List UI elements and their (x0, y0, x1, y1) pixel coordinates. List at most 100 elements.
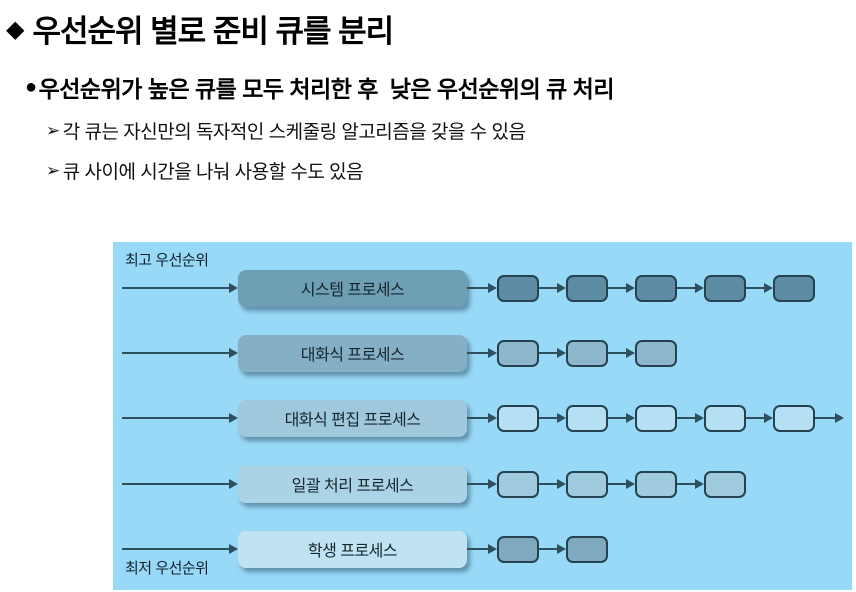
continuation-arrow (815, 413, 844, 423)
arrow-line (539, 548, 557, 550)
circle-bullet-icon: ● (25, 76, 37, 98)
process-box (704, 274, 746, 302)
arrow-line (608, 417, 626, 419)
arrow-head (488, 479, 497, 489)
queue-box: 대화식 편집 프로세스 (238, 399, 467, 437)
queue-to-process-arrow (467, 283, 497, 293)
slide-title-text: 우선순위 별로 준비 큐를 분리 (32, 14, 394, 49)
incoming-arrow (122, 283, 238, 293)
slide-title: ◆ 우선순위 별로 준비 큐를 분리 (6, 6, 394, 51)
process-box (497, 339, 539, 367)
incoming-arrow (122, 348, 238, 358)
arrow-line (746, 287, 764, 289)
queue-box: 일괄 처리 프로세스 (238, 465, 467, 503)
incoming-arrow (122, 479, 238, 489)
process-link-arrow (608, 348, 635, 358)
arrowhead-bullet-icon: ➢ (46, 161, 60, 180)
arrow-head (557, 283, 566, 293)
queue-box: 학생 프로세스 (238, 530, 467, 568)
process-box (704, 404, 746, 432)
process-box (635, 274, 677, 302)
process-link-arrow (539, 413, 566, 423)
flow-row: 대화식 편집 프로세스 (122, 399, 844, 437)
arrow-head (626, 283, 635, 293)
process-link-arrow (677, 413, 704, 423)
highest-priority-label: 최고 우선순위 (125, 252, 209, 269)
process-box (497, 535, 539, 563)
arrow-line (539, 352, 557, 354)
arrow-head (626, 479, 635, 489)
arrow-line (122, 483, 229, 485)
arrow-head (557, 413, 566, 423)
sub-bullet-1: ➢ 각 큐는 자신만의 독자적인 스케줄링 알고리즘을 갖을 수 있음 (46, 117, 526, 144)
process-link-arrow (539, 283, 566, 293)
process-box (704, 470, 746, 498)
process-link-arrow (608, 479, 635, 489)
arrow-head (695, 479, 704, 489)
arrow-head (488, 413, 497, 423)
queue-to-process-arrow (467, 348, 497, 358)
process-box (566, 339, 608, 367)
arrow-line (677, 483, 695, 485)
queue-box: 시스템 프로세스 (238, 269, 467, 307)
arrow-line (539, 417, 557, 419)
arrow-line (746, 417, 764, 419)
arrow-head (557, 479, 566, 489)
arrow-head (229, 413, 238, 423)
process-link-arrow (746, 283, 773, 293)
arrow-line (539, 483, 557, 485)
flow-row: 일괄 처리 프로세스 (122, 465, 746, 503)
arrow-head (764, 413, 773, 423)
arrow-line (815, 417, 835, 419)
arrow-head (488, 283, 497, 293)
arrow-line (467, 548, 488, 550)
arrow-head (695, 283, 704, 293)
process-link-arrow (677, 283, 704, 293)
arrow-line (467, 483, 488, 485)
arrow-line (467, 287, 488, 289)
sub-bullet-2: ➢ 큐 사이에 시간을 나눠 사용할 수도 있음 (46, 157, 364, 184)
sub-bullet-2-text: 큐 사이에 시간을 나눠 사용할 수도 있음 (62, 162, 364, 183)
process-box (566, 535, 608, 563)
arrow-line (608, 287, 626, 289)
arrow-head (695, 413, 704, 423)
arrow-line (122, 352, 229, 354)
flow-row: 시스템 프로세스 (122, 269, 815, 307)
arrow-line (122, 417, 229, 419)
flow-row: 대화식 프로세스 (122, 334, 677, 372)
process-link-arrow (608, 413, 635, 423)
process-box (635, 470, 677, 498)
queue-to-process-arrow (467, 413, 497, 423)
queue-to-process-arrow (467, 479, 497, 489)
process-box (635, 339, 677, 367)
arrow-line (539, 287, 557, 289)
arrow-line (122, 548, 229, 550)
process-box (497, 404, 539, 432)
arrow-head (626, 413, 635, 423)
arrow-head (229, 283, 238, 293)
bullet-line-text: 우선순위가 높은 큐를 모두 처리한 후 낮은 우선순위의 큐 처리 (38, 76, 615, 102)
arrow-line (122, 287, 229, 289)
sub-bullet-1-text: 각 큐는 자신만의 독자적인 스케줄링 알고리즘을 갖을 수 있음 (62, 122, 526, 143)
arrow-line (608, 483, 626, 485)
arrow-line (677, 417, 695, 419)
process-link-arrow (539, 544, 566, 554)
process-box (497, 470, 539, 498)
process-link-arrow (608, 283, 635, 293)
arrow-head (229, 479, 238, 489)
arrow-head (835, 413, 844, 423)
lowest-priority-label: 최저 우선순위 (125, 560, 209, 577)
process-link-arrow (539, 348, 566, 358)
process-box (773, 404, 815, 432)
arrow-head (626, 348, 635, 358)
arrow-head (557, 544, 566, 554)
arrow-head (229, 544, 238, 554)
arrow-line (608, 352, 626, 354)
flow-row: 학생 프로세스 (122, 530, 608, 568)
process-box (566, 274, 608, 302)
process-box (773, 274, 815, 302)
arrow-line (677, 287, 695, 289)
process-box (497, 274, 539, 302)
